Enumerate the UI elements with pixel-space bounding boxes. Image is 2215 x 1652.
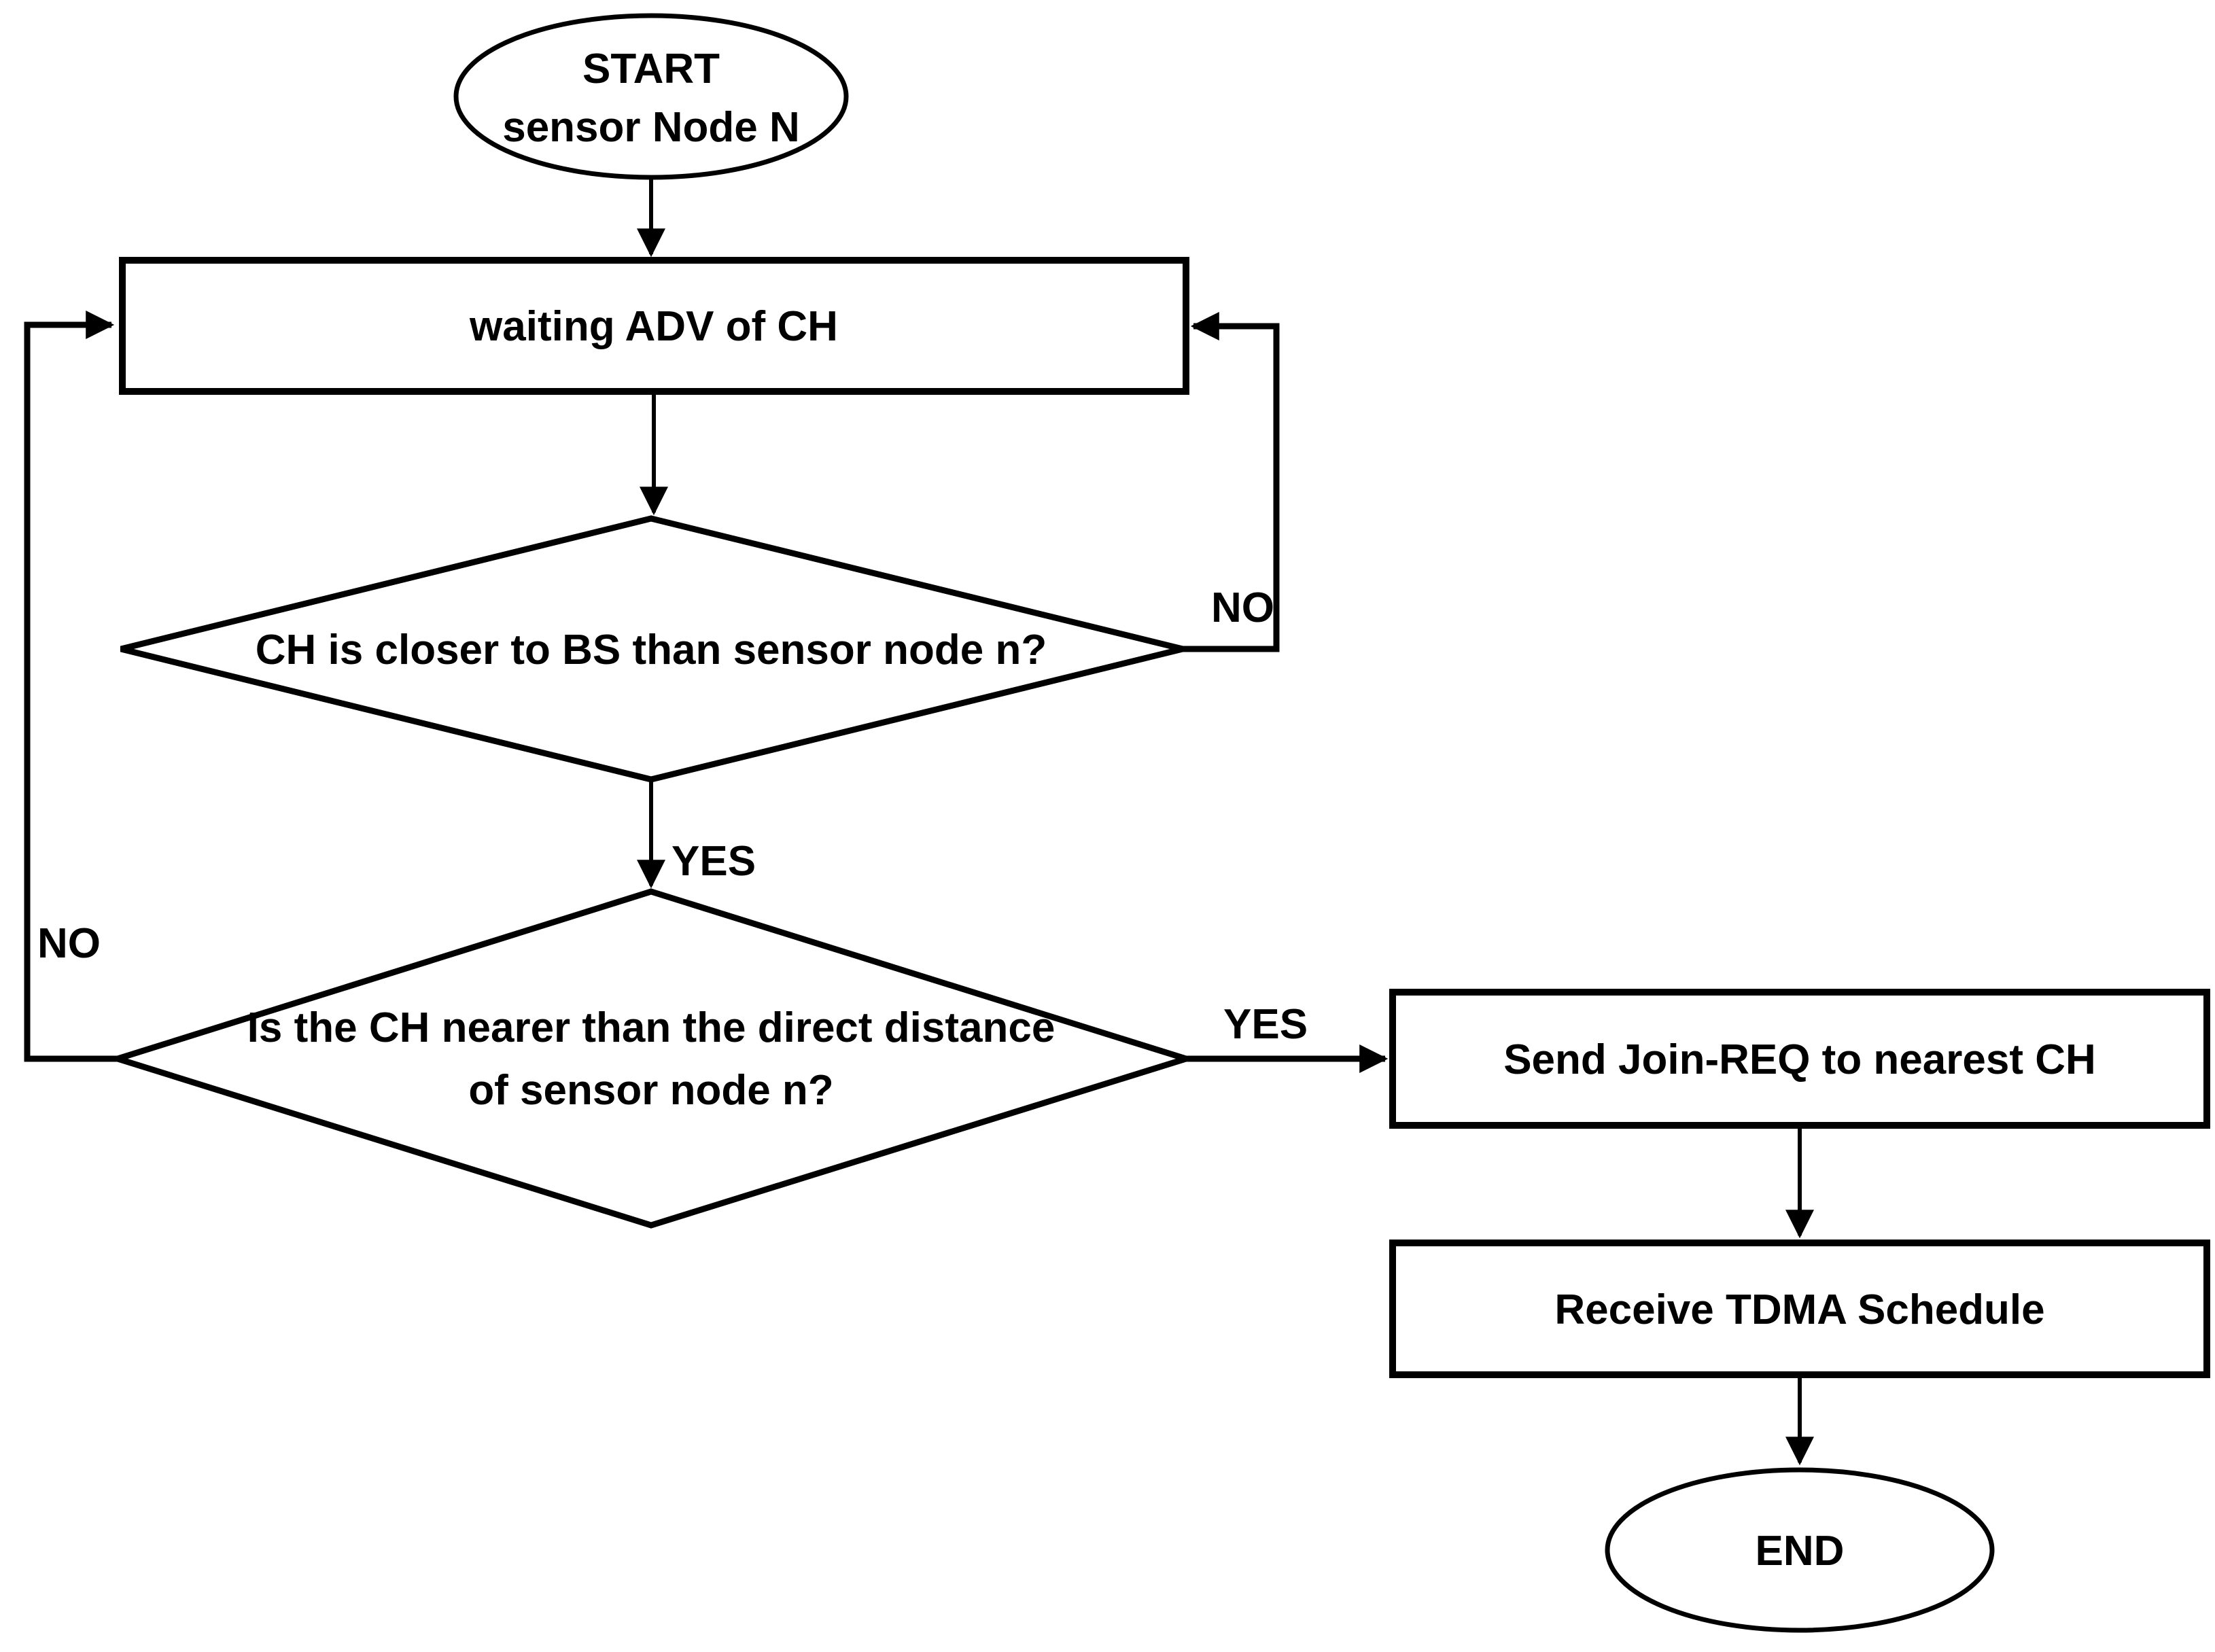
- edge-label-decision1-no: NO: [1211, 584, 1274, 631]
- edge-label-decision2-yes: YES: [1223, 1001, 1308, 1048]
- end-label: END: [1756, 1528, 1845, 1575]
- edge-decision2-no-loop: NO: [24, 311, 118, 1062]
- send-join-req-process-shape: [1389, 989, 2210, 1129]
- node-decision-ch-closer-bs: CH is closer to BS than sensor node n?: [120, 515, 1184, 783]
- edge-decision1-no-loop: NO: [1183, 312, 1280, 652]
- node-send-join-req: Send Join-REQ to nearest CH: [1389, 989, 2210, 1129]
- edge-label-decision2-no: NO: [37, 920, 101, 967]
- decision2-diamond-shape: [107, 888, 1197, 1229]
- receive-tdma-label: Receive TDMA Schedule: [1554, 1286, 2044, 1333]
- node-waiting-adv: waiting ADV of CH: [119, 257, 1189, 395]
- node-start: START sensor Node N: [453, 13, 849, 180]
- waiting-adv-label: waiting ADV of CH: [469, 303, 838, 350]
- edge-decision1-no-line: [1183, 312, 1280, 652]
- decision1-label: CH is closer to BS than sensor node n?: [256, 627, 1047, 673]
- start-label-line2: sensor Node N: [502, 104, 800, 151]
- end-terminator-shape: [1605, 1467, 1995, 1633]
- node-receive-tdma: Receive TDMA Schedule: [1389, 1240, 2210, 1378]
- node-end: END: [1605, 1467, 1995, 1633]
- decision2-label-line2: of sensor node n?: [468, 1067, 833, 1114]
- receive-tdma-process-shape: [1389, 1240, 2210, 1378]
- start-label-line1: START: [582, 46, 720, 92]
- send-join-req-label: Send Join-REQ to nearest CH: [1503, 1036, 2096, 1083]
- decision1-diamond-shape: [120, 515, 1184, 783]
- edge-decision1-yes-to-decision2: YES: [637, 779, 756, 889]
- edge-decision2-yes-to-send: YES: [1186, 1001, 1389, 1073]
- waiting-adv-process-shape: [119, 257, 1189, 395]
- start-terminator-shape: [453, 13, 849, 180]
- decision2-label-line1: Is the CH nearer than the direct distanc…: [247, 1004, 1056, 1051]
- edge-label-decision1-yes: YES: [672, 838, 756, 885]
- node-decision-ch-nearer-direct: Is the CH nearer than the direct distanc…: [107, 888, 1197, 1229]
- edge-decision2-no-line: [24, 311, 118, 1062]
